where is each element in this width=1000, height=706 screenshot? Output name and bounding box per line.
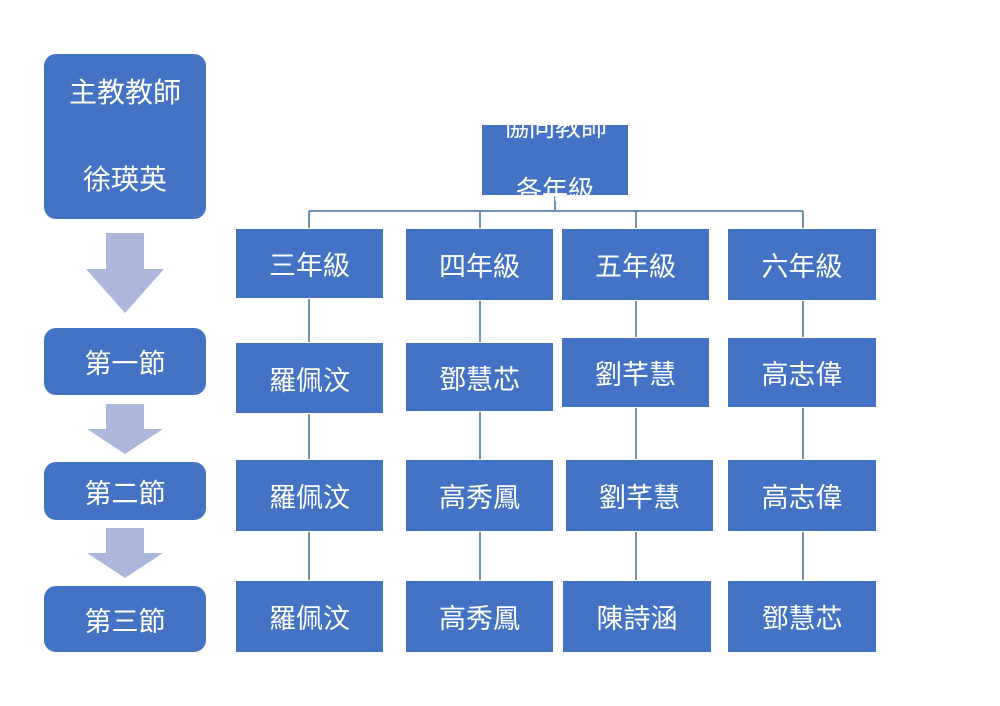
teacher-box: 劉芊慧 (565, 459, 714, 532)
teacher-box: 高秀鳳 (405, 580, 554, 653)
main-teacher-role: 主教教師 (68, 76, 181, 110)
period-2-box: 第二節 (44, 462, 206, 520)
grade-box-6: 六年級 (727, 228, 877, 301)
teacher-box: 鄧慧芯 (727, 580, 877, 653)
grade-label: 六年級 (761, 252, 843, 283)
co-teachers-header-line2: 各年級 (515, 175, 594, 206)
teacher-name: 高志偉 (761, 483, 843, 514)
teacher-box: 鄧慧芯 (405, 342, 554, 412)
period-2-label: 第二節 (84, 478, 166, 510)
grade-label: 五年級 (595, 252, 676, 283)
down-arrow-icon (87, 404, 163, 454)
grade-label: 四年級 (439, 252, 520, 283)
down-arrow-icon (86, 233, 164, 313)
teacher-name: 羅佩汶 (269, 483, 350, 514)
teacher-box: 高志偉 (727, 337, 877, 408)
teacher-name: 鄧慧芯 (761, 604, 843, 635)
period-3-box: 第三節 (44, 586, 206, 652)
period-3-label: 第三節 (84, 606, 166, 638)
teacher-name: 劉芊慧 (595, 360, 676, 391)
teacher-name: 高秀鳳 (439, 483, 520, 514)
main-teacher-name: 徐瑛英 (82, 163, 167, 197)
grade-label: 三年級 (269, 251, 350, 282)
down-arrow-icon (87, 528, 163, 578)
period-1-label: 第一節 (84, 349, 166, 380)
teacher-name: 高志偉 (761, 360, 843, 391)
teacher-box: 高志偉 (727, 459, 877, 532)
teacher-box: 羅佩汶 (235, 580, 384, 653)
co-teachers-header-line1: 協同教師 (502, 113, 607, 144)
teacher-name: 鄧慧芯 (439, 364, 520, 396)
teacher-name: 高秀鳳 (439, 604, 520, 635)
teacher-box: 羅佩汶 (235, 459, 384, 532)
teacher-name: 羅佩汶 (269, 365, 350, 397)
period-1-box: 第一節 (44, 328, 206, 395)
teacher-box: 高秀鳳 (405, 459, 554, 532)
teacher-box: 陳詩涵 (562, 580, 712, 653)
teacher-box: 劉芊慧 (561, 337, 710, 408)
grade-box-5: 五年級 (561, 228, 710, 301)
teacher-name: 羅佩汶 (269, 604, 350, 635)
grade-box-3: 三年級 (235, 228, 384, 299)
teacher-box: 羅佩汶 (235, 342, 384, 414)
teacher-name: 陳詩涵 (596, 604, 678, 635)
co-teachers-header-box: 協同教師 各年級 (481, 113, 629, 206)
main-teacher-box: 主教教師 徐瑛英 (44, 54, 206, 219)
teacher-name: 劉芊慧 (599, 483, 680, 514)
grade-box-4: 四年級 (405, 228, 554, 301)
